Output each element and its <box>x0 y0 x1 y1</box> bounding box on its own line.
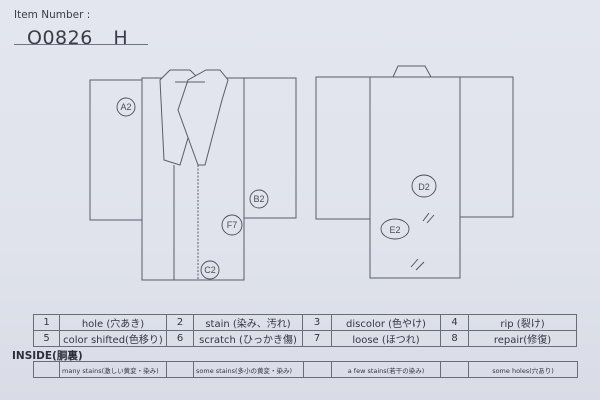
marker-f7: F7 <box>221 214 243 236</box>
front-right-sleeve <box>243 77 297 219</box>
item-number-value: O0826 H <box>27 27 129 49</box>
legend-label: repair(修復) <box>468 330 577 347</box>
svg-text:C2: C2 <box>204 265 216 275</box>
legend-label: stain (染み、汚れ) <box>193 314 303 331</box>
inside-option-label: a few stains(若干の染み) <box>331 361 441 378</box>
legend-num: 7 <box>302 330 332 347</box>
legend-label: hole (穴あき) <box>59 314 167 331</box>
item-number-underline <box>14 44 148 45</box>
item-number-label: Item Number : <box>14 9 91 21</box>
svg-text:F7: F7 <box>227 220 238 230</box>
svg-text:E2: E2 <box>389 225 400 235</box>
legend-num: 5 <box>33 330 60 347</box>
marker-d2: D2 <box>411 174 437 198</box>
legend-num: 8 <box>440 330 469 347</box>
svg-text:B2: B2 <box>253 194 264 204</box>
inside-checkbox-many-stains[interactable] <box>33 361 60 378</box>
svg-text:A2: A2 <box>120 102 131 112</box>
front-left-sleeve <box>89 79 143 221</box>
hatch-mark-upper <box>422 212 435 224</box>
back-view-kimono <box>315 65 514 279</box>
marker-c2: C2 <box>200 260 220 280</box>
hatch-mark-lower <box>410 258 425 271</box>
marker-a2: A2 <box>116 97 136 117</box>
legend-label: rip (裂け) <box>468 314 577 331</box>
inside-option-label: many stains(激しい黄変・染み) <box>59 361 167 378</box>
inside-condition-table: many stains(激しい黄変・染み) some stains(多小の黄変・… <box>33 361 578 378</box>
inside-option-label: some stains(多小の黄変・染み) <box>193 361 304 378</box>
legend-label: discolor (色やけ) <box>331 314 441 331</box>
legend-label: loose (ほつれ) <box>331 330 441 347</box>
back-left-sleeve <box>315 76 371 220</box>
damage-legend-table: 1 hole (穴あき) 2 stain (染み、汚れ) 3 discolor … <box>33 314 577 347</box>
back-body <box>369 76 461 279</box>
legend-num: 6 <box>166 330 194 347</box>
back-right-sleeve <box>459 76 514 218</box>
svg-text:D2: D2 <box>418 182 430 192</box>
inside-checkbox-some-holes[interactable] <box>440 361 469 378</box>
legend-num: 1 <box>33 314 60 331</box>
inside-option-label: some holes(穴あり) <box>468 361 578 378</box>
inside-row: many stains(激しい黄変・染み) some stains(多小の黄変・… <box>33 361 578 378</box>
legend-label: color shifted(色移り) <box>59 330 167 347</box>
legend-label: scratch (ひっかき傷) <box>193 330 303 347</box>
marker-e2: E2 <box>380 218 410 240</box>
inside-checkbox-few-stains[interactable] <box>303 361 332 378</box>
legend-row: 1 hole (穴あき) 2 stain (染み、汚れ) 3 discolor … <box>33 314 577 331</box>
legend-num: 3 <box>302 314 332 331</box>
front-view-kimono <box>89 69 297 281</box>
legend-num: 4 <box>440 314 469 331</box>
legend-row: 5 color shifted(色移り) 6 scratch (ひっかき傷) 7… <box>33 330 577 347</box>
marker-b2: B2 <box>249 189 269 209</box>
legend-num: 2 <box>166 314 194 331</box>
inside-checkbox-some-stains[interactable] <box>166 361 194 378</box>
back-collar <box>392 65 432 78</box>
inside-section-title: INSIDE(胴裏) <box>12 350 83 362</box>
